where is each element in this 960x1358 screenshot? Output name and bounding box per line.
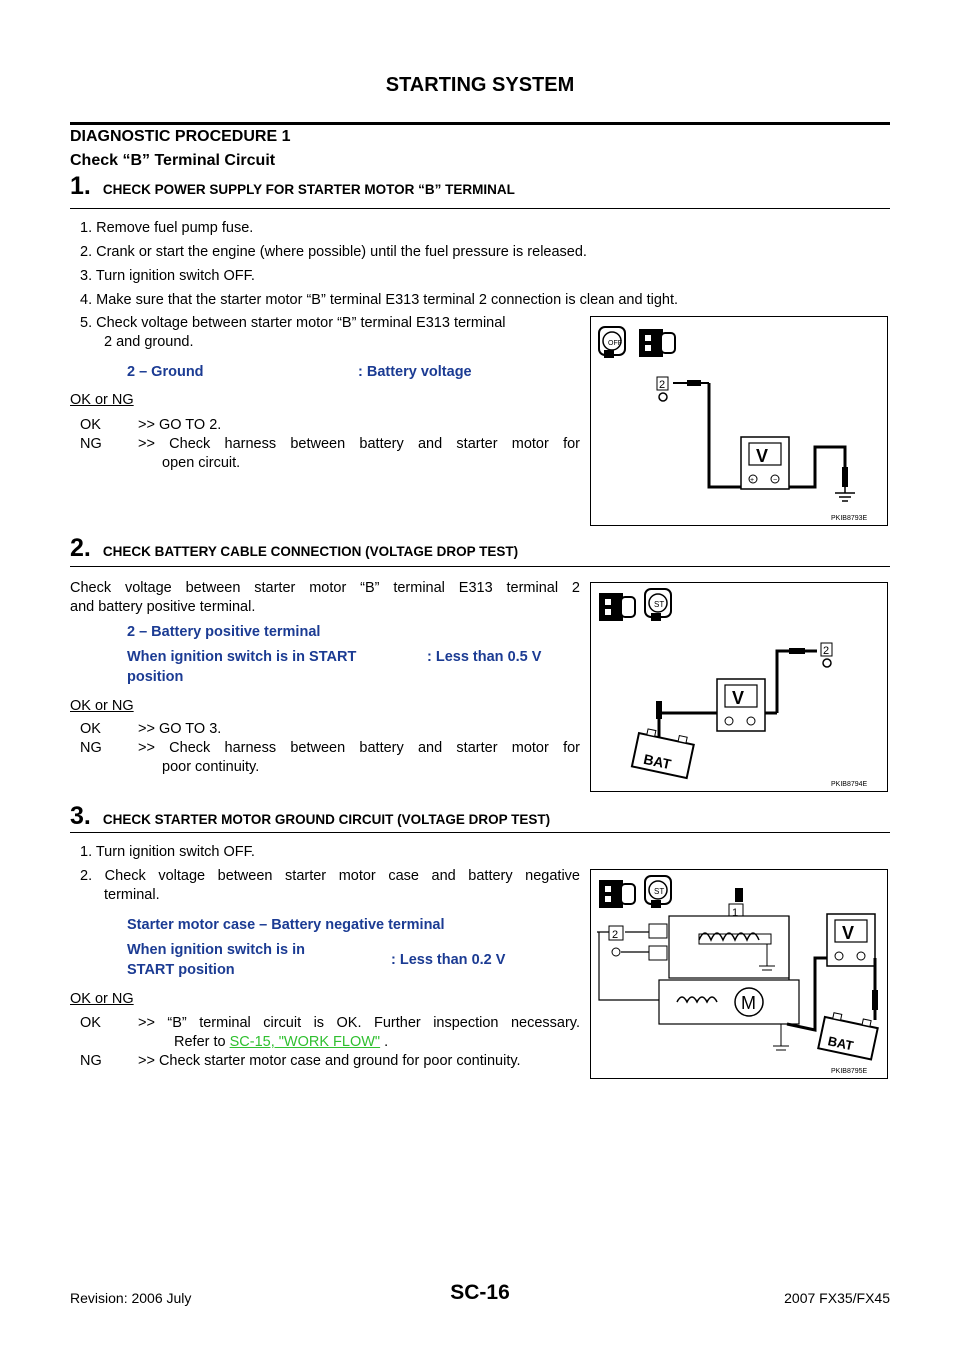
step-3-item-2-cont: terminal. [104, 887, 160, 903]
refer-text-end: . [380, 1034, 389, 1050]
step-2-text: Check voltage between starter motor “B” … [70, 580, 580, 596]
svg-text:OFF: OFF [608, 340, 622, 347]
spec-value: : Less than 0.5 V [427, 649, 542, 665]
connector-disconnect-icon [599, 880, 636, 908]
motor-label: M [741, 993, 756, 1013]
figure-code: PKIB8793E [831, 515, 868, 522]
figure-battery-cable-drop-test: ST 2 V BAT PKIB8794E [590, 582, 888, 792]
spec-condition-cont: position [127, 669, 184, 685]
svg-text:ST: ST [654, 887, 664, 896]
ng-text: >> Check harness between battery and sta… [138, 740, 580, 756]
ng-text-cont: open circuit. [162, 455, 241, 471]
svg-text:ST: ST [654, 600, 664, 609]
terminal-number: 2 [659, 379, 665, 391]
step-number: 3. [70, 802, 91, 830]
revision: Revision: 2006 July [70, 1290, 192, 1306]
step-2-heading: 2. CHECK BATTERY CABLE CONNECTION (VOLTA… [70, 534, 518, 563]
ok-text: >> GO TO 2. [138, 417, 222, 433]
step-number: 1. [70, 172, 91, 200]
spec-condition-cont: START position [127, 962, 235, 978]
step-divider [70, 832, 890, 833]
spec-label: 2 – Battery positive terminal [127, 624, 321, 640]
ignition-key-start-icon [644, 875, 672, 908]
procedure-subtitle: Check “B” Terminal Circuit [70, 152, 276, 169]
step-title: CHECK STARTER MOTOR GROUND CIRCUIT (VOLT… [102, 812, 551, 827]
step-1-heading: 1. CHECK POWER SUPPLY FOR STARTER MOTOR … [70, 172, 515, 201]
voltmeter-label: V [732, 688, 744, 708]
connector-disconnect-icon [639, 329, 676, 357]
page-number: SC-16 [450, 1281, 510, 1304]
figure-code: PKIB8795E [831, 1068, 868, 1075]
step-1-item-5: 5. Check voltage between starter motor “… [80, 315, 506, 331]
spec-label: Starter motor case – Battery negative te… [127, 917, 445, 933]
step-3-heading: 3. CHECK STARTER MOTOR GROUND CIRCUIT (V… [70, 802, 550, 831]
voltmeter-label: V [842, 923, 854, 943]
spec-value: : Less than 0.2 V [391, 952, 506, 968]
wiring-diagram: OFF 2 V + − PKIB8793E [598, 326, 868, 522]
step-title: CHECK BATTERY CABLE CONNECTION (VOLTAGE … [102, 544, 519, 559]
figure-code: PKIB8794E [831, 781, 868, 788]
ng-label: NG [80, 740, 102, 756]
step-title: CHECK POWER SUPPLY FOR STARTER MOTOR “B”… [102, 182, 515, 197]
ng-label: NG [80, 436, 102, 452]
refer-text: Refer to [174, 1034, 230, 1050]
ok-text: >> GO TO 3. [138, 721, 222, 737]
figure-ground-circuit-drop-test: ST 1 2 M V [590, 869, 888, 1079]
ok-or-ng: OK or NG [70, 991, 134, 1007]
spec-condition: When ignition switch is in START [127, 649, 357, 665]
svg-text:+: + [750, 477, 754, 484]
spec-label: 2 – Ground [127, 364, 204, 380]
model: 2007 FX35/FX45 [784, 1290, 890, 1306]
spec-condition: When ignition switch is in [127, 942, 306, 958]
connector-number: 2 [612, 929, 618, 941]
procedure-title: DIAGNOSTIC PROCEDURE 1 [70, 128, 291, 145]
ok-label: OK [80, 417, 101, 433]
ignition-key-start-icon [644, 588, 672, 621]
ok-label: OK [80, 1015, 101, 1031]
step-number: 2. [70, 534, 91, 562]
wiring-diagram: ST 2 V BAT PKIB8794E [599, 588, 868, 788]
step-divider [70, 208, 890, 209]
ok-text-cont: Refer to SC-15, "WORK FLOW" . [174, 1033, 388, 1052]
wiring-diagram: ST 1 2 M V [597, 875, 879, 1075]
spec-value: : Battery voltage [358, 364, 472, 380]
ng-text: >> Check starter motor case and ground f… [138, 1053, 521, 1069]
ng-text-cont: poor continuity. [162, 759, 260, 775]
work-flow-link[interactable]: SC-15, "WORK FLOW" [229, 1034, 381, 1050]
ng-label: NG [80, 1053, 102, 1069]
step-1-item-1: 1. Remove fuel pump fuse. [80, 220, 254, 236]
battery-icon: BAT [630, 728, 695, 780]
step-1-item-3: 3. Turn ignition switch OFF. [80, 268, 255, 284]
svg-text:BAT: BAT [826, 1033, 854, 1053]
battery-icon: BAT [817, 1012, 879, 1061]
terminal-number: 2 [823, 645, 829, 657]
header-rule [70, 122, 890, 125]
step-3-item-1: 1. Turn ignition switch OFF. [80, 844, 255, 860]
step-2-text-cont: and battery positive terminal. [70, 599, 256, 615]
step-1-item-5-cont: 2 and ground. [104, 334, 194, 350]
page-header-title: STARTING SYSTEM [385, 74, 575, 96]
ok-text: >> “B” terminal circuit is OK. Further i… [138, 1015, 580, 1031]
svg-text:−: − [773, 477, 777, 484]
voltmeter-label: V [756, 446, 768, 466]
step-divider [70, 566, 890, 567]
svg-text:BAT: BAT [642, 751, 673, 773]
step-1-item-4: 4. Make sure that the starter motor “B” … [80, 292, 679, 308]
step-3-item-2: 2. Check voltage between starter motor c… [80, 868, 580, 884]
ok-or-ng: OK or NG [70, 392, 134, 408]
ng-text: >> Check harness between battery and sta… [138, 436, 580, 452]
figure-voltage-check-ground: OFF 2 V + − PKIB8793E [590, 316, 888, 526]
ok-label: OK [80, 721, 101, 737]
connector-disconnect-icon [599, 593, 636, 621]
ok-or-ng: OK or NG [70, 698, 134, 714]
ignition-key-off-icon [598, 326, 626, 358]
terminal-number: 1 [732, 907, 738, 919]
step-1-item-2: 2. Crank or start the engine (where poss… [80, 244, 587, 260]
